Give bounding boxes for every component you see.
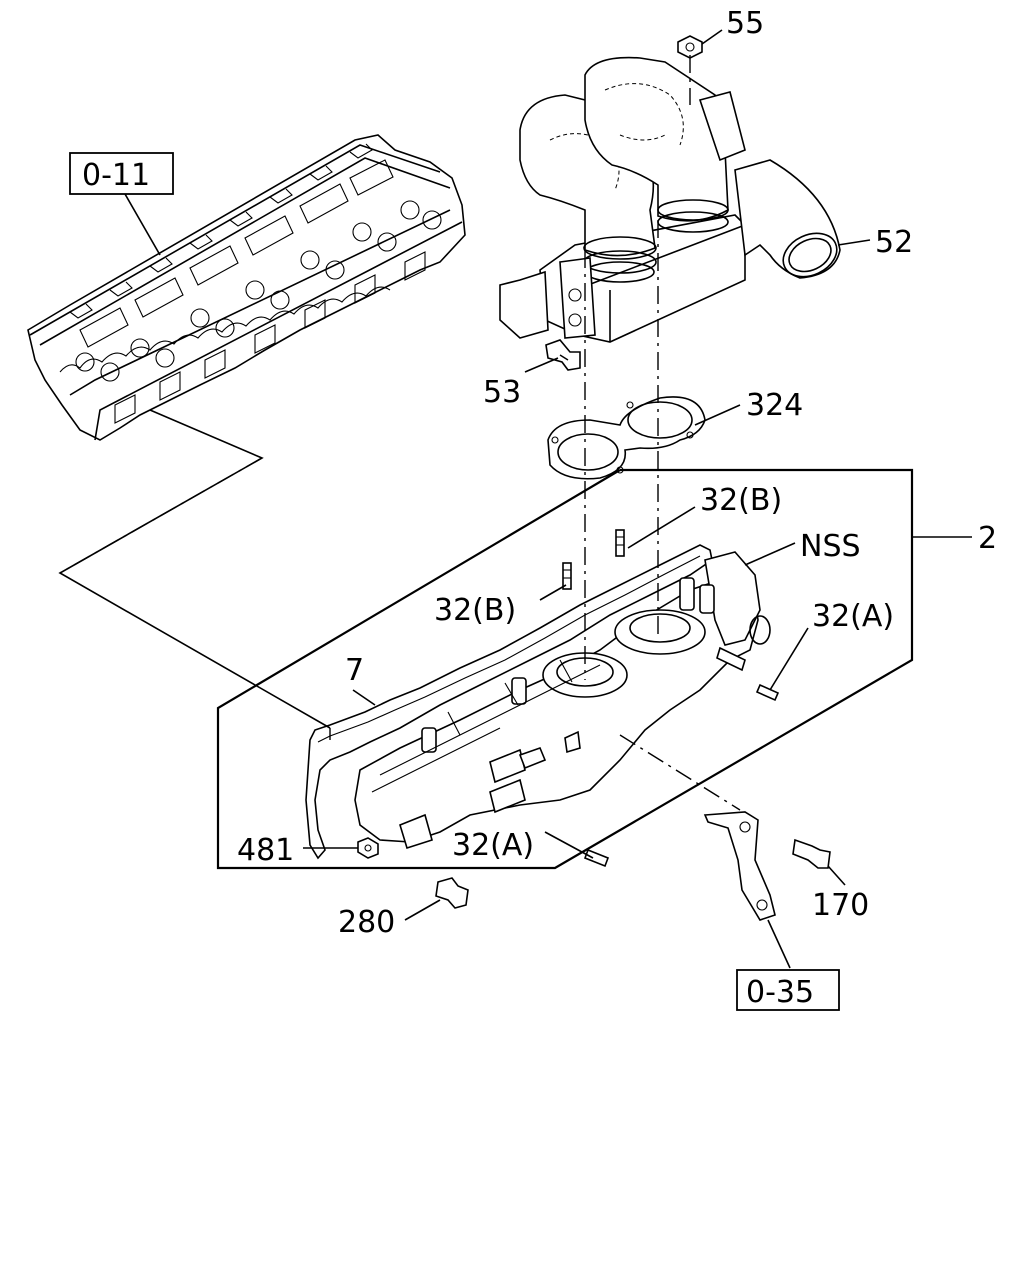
intake-manifold bbox=[305, 544, 771, 860]
cylinder-head bbox=[27, 134, 466, 441]
assembly-frame-2 bbox=[216, 468, 914, 870]
callout-nss: NSS bbox=[800, 529, 861, 564]
callout-32a-right: 32(A) bbox=[812, 599, 894, 634]
callout-32b-top: 32(B) bbox=[700, 483, 782, 518]
callout-481: 481 bbox=[237, 833, 294, 868]
callout-170: 170 bbox=[812, 888, 869, 923]
centerlines bbox=[329, 55, 741, 811]
callout-324: 324 bbox=[746, 388, 803, 423]
fasteners bbox=[357, 529, 831, 921]
reference-0-35[interactable]: 0-35 bbox=[736, 969, 840, 1011]
callout-7: 7 bbox=[345, 653, 364, 688]
leader-lines bbox=[303, 29, 972, 969]
reference-0-35-label: 0-35 bbox=[746, 975, 814, 1010]
gasket-324 bbox=[547, 396, 706, 480]
callout-52: 52 bbox=[875, 225, 913, 260]
reference-0-11[interactable]: 0-11 bbox=[69, 152, 174, 195]
reference-0-11-label: 0-11 bbox=[82, 158, 150, 193]
callout-32b-left: 32(B) bbox=[434, 593, 516, 628]
leader-0-11 bbox=[124, 193, 161, 256]
callout-labels: 55 52 53 324 2 32(B) 32(B) NSS 32(A) 7 3… bbox=[237, 6, 997, 940]
intake-pipe-assembly bbox=[499, 35, 841, 371]
callout-2: 2 bbox=[978, 521, 997, 556]
callout-53: 53 bbox=[483, 375, 521, 410]
callout-55: 55 bbox=[726, 6, 764, 41]
callout-280: 280 bbox=[338, 905, 395, 940]
assembly-connector-lines bbox=[58, 409, 331, 729]
callout-32a-bottom: 32(A) bbox=[452, 828, 534, 863]
